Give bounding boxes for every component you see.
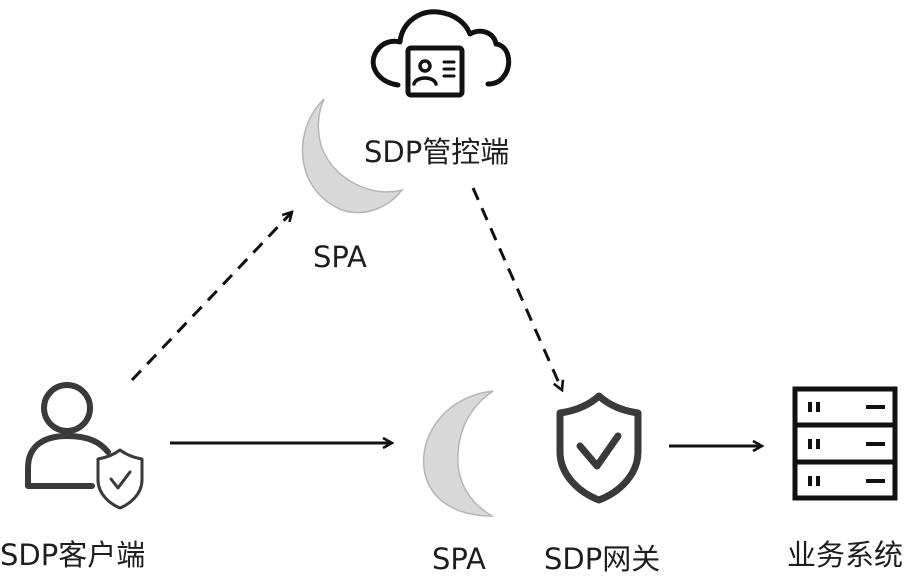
business-label: 业务系统 [787, 538, 904, 572]
edge-client-to-spa-top [130, 212, 292, 382]
server-rack-icon [792, 386, 898, 501]
edge-controller-to-gateway [471, 187, 562, 390]
server-indicators [808, 402, 885, 486]
gateway-label: SDP网关 [544, 542, 661, 576]
spa-top-label: SPA [313, 240, 367, 274]
cloud-id-card-icon [370, 9, 512, 98]
crescent-moon-icon [301, 98, 404, 214]
shield-check-icon [556, 392, 642, 504]
client-label: SDP客户端 [0, 538, 146, 572]
user-shield-icon [25, 382, 111, 489]
crescent-moon-icon [422, 390, 495, 517]
shield-check-icon-small [96, 448, 144, 510]
spa-bottom-label: SPA [432, 542, 486, 576]
controller-label: SDP管控端 [364, 135, 510, 169]
